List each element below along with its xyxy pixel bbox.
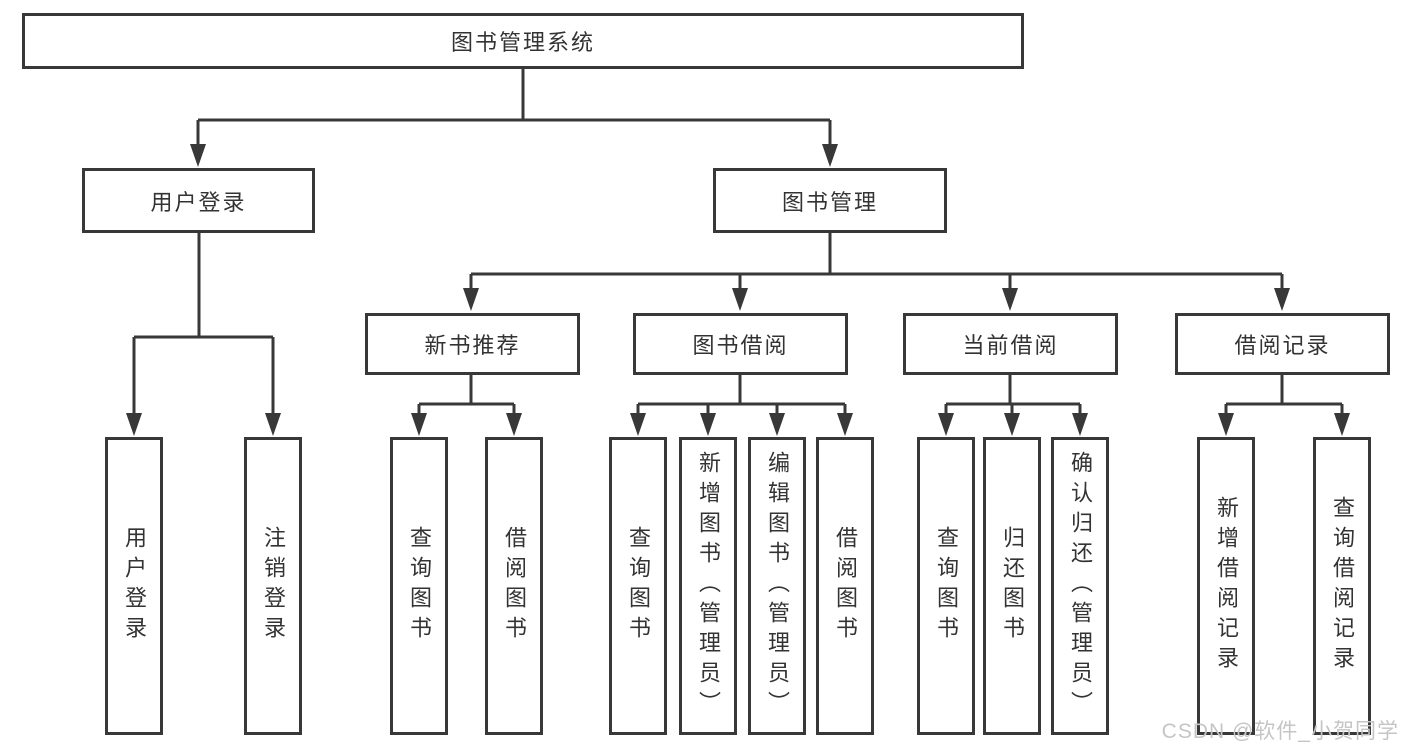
node-leaf-query-books-current: 查询图书 [917, 437, 975, 735]
node-borrow-records: 借阅记录 [1175, 313, 1390, 375]
node-label: 借阅图书 [502, 526, 527, 646]
node-leaf-query-books-borrowing: 查询图书 [609, 437, 667, 735]
node-label: 新书推荐 [424, 333, 521, 358]
node-label: 注销登录 [261, 526, 286, 646]
node-label: 图书管理系统 [450, 30, 595, 55]
node-leaf-confirm-return-admin: 确认归还（管理员） [1051, 437, 1109, 735]
node-leaf-return-books: 归还图书 [983, 437, 1041, 735]
node-label: 图书借阅 [692, 333, 789, 358]
node-label: 查询图书 [407, 526, 432, 646]
node-leaf-query-borrow-record: 查询借阅记录 [1313, 437, 1371, 735]
node-leaf-borrow-books-recommend: 借阅图书 [485, 437, 543, 735]
edge-root-to-level2 [190, 69, 838, 167]
node-leaf-user-login: 用户登录 [105, 437, 163, 735]
node-label: 编辑图书（管理员） [765, 451, 790, 721]
node-label: 新增借阅记录 [1214, 496, 1239, 676]
node-leaf-add-borrow-record: 新增借阅记录 [1197, 437, 1255, 735]
node-label: 查询图书 [934, 526, 959, 646]
node-current-borrowing: 当前借阅 [903, 313, 1118, 375]
node-label: 用户登录 [122, 526, 147, 646]
node-leaf-logout: 注销登录 [244, 437, 302, 735]
node-new-book-recommend: 新书推荐 [365, 313, 580, 375]
node-label: 查询图书 [626, 526, 651, 646]
node-leaf-borrow-books-borrowing: 借阅图书 [816, 437, 874, 735]
edge-current-borrowing-children [938, 375, 1088, 436]
edge-book-borrowing-children [630, 375, 853, 436]
node-label: 查询借阅记录 [1330, 496, 1355, 676]
node-label: 图书管理 [781, 189, 878, 215]
node-label: 新增图书（管理员） [696, 451, 721, 721]
node-library-management-system: 图书管理系统 [22, 13, 1024, 69]
node-leaf-edit-books-admin: 编辑图书（管理员） [748, 437, 806, 735]
edge-borrow-records-children [1218, 375, 1350, 436]
edge-user-login-children [126, 233, 281, 436]
node-book-borrowing: 图书借阅 [633, 313, 848, 375]
node-label: 当前借阅 [962, 333, 1059, 358]
csdn-watermark: CSDN @软件_小贺同学 [1161, 720, 1399, 743]
node-label: 借阅记录 [1234, 333, 1331, 358]
node-label: 归还图书 [1000, 526, 1025, 646]
node-label: 借阅图书 [833, 526, 858, 646]
node-leaf-add-books-admin: 新增图书（管理员） [679, 437, 737, 735]
edge-new-book-recommend-children [411, 375, 522, 436]
node-book-management: 图书管理 [713, 168, 947, 233]
node-label: 确认归还（管理员） [1068, 451, 1093, 721]
node-leaf-query-books-recommend: 查询图书 [390, 437, 448, 735]
edge-book-management-children [463, 233, 1290, 311]
node-label: 用户登录 [150, 189, 247, 215]
node-user-login: 用户登录 [82, 168, 315, 233]
